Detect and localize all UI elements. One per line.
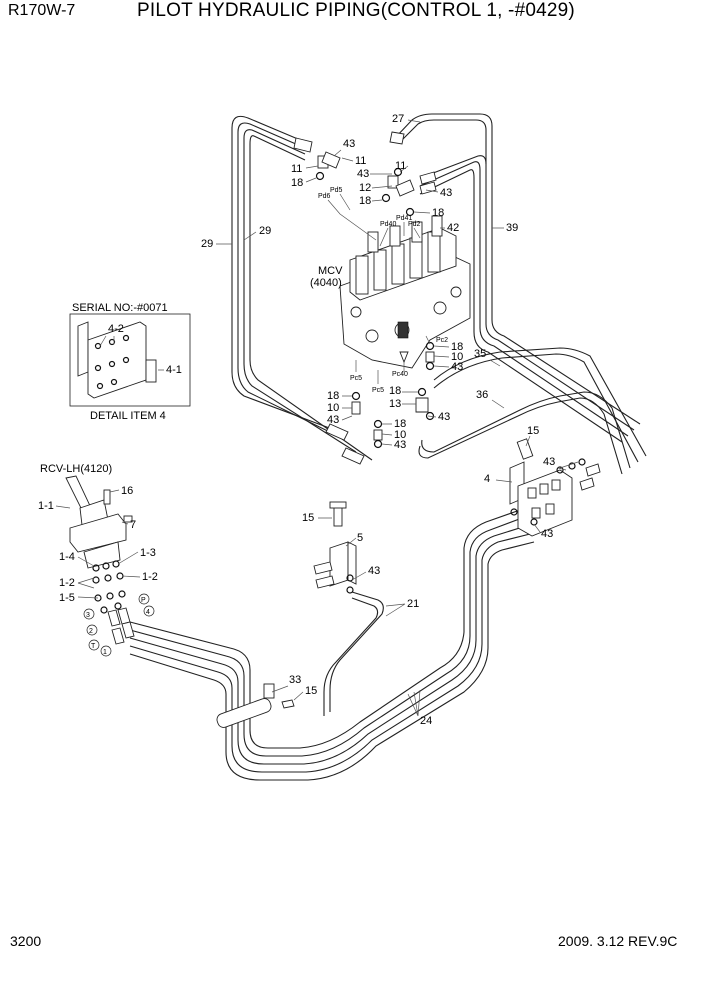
callout-mid-10a: 10 <box>327 402 339 414</box>
callout-right-43a: 43 <box>543 456 555 468</box>
callout-mid-35: 35 <box>474 348 486 360</box>
callout-top-27: 27 <box>392 113 404 125</box>
port-pd5: Pd5 <box>330 187 343 194</box>
callout-top-11b: 11 <box>291 163 302 175</box>
callout-left-1-1: 1-1 <box>38 500 54 512</box>
rcv-name: RCV-LH(4120) <box>40 463 112 475</box>
model-code: R170W-7 <box>8 2 76 19</box>
revision-date: 2009. 3.12 REV.9C <box>558 933 678 949</box>
callout-mid-36: 36 <box>476 389 488 401</box>
callout-mid-18c: 18 <box>389 385 401 397</box>
callout-left-1-4: 1-4 <box>59 551 75 563</box>
port-circle-3: 3 <box>86 612 90 619</box>
pipe-21 <box>323 591 384 716</box>
mcv-code: (4040) <box>310 277 342 289</box>
callout-right-43b: 43 <box>541 528 553 540</box>
port-pc5-a: Pc5 <box>350 375 362 382</box>
page-number: 3200 <box>10 933 42 949</box>
callout-top-29b: 29 <box>259 225 271 237</box>
bracket-5 <box>313 501 357 594</box>
pipe-27-39 <box>394 113 641 443</box>
callout-right-33: 33 <box>289 674 301 686</box>
pipe-29 <box>231 115 373 461</box>
detail-box <box>69 313 191 407</box>
callout-right-4: 4 <box>484 473 490 485</box>
mcv-name: MCV <box>318 265 343 277</box>
callout-top-11a: 11 <box>355 155 366 167</box>
callout-mid-43d: 43 <box>451 361 463 373</box>
callout-left-1-5: 1-5 <box>59 592 75 604</box>
detail-caption: DETAIL ITEM 4 <box>90 410 166 422</box>
callout-right-15a: 15 <box>527 425 539 437</box>
detail-label-4-2: 4-2 <box>108 323 124 335</box>
callout-mid-10d: 10 <box>451 351 463 363</box>
callout-right-5: 5 <box>357 532 363 544</box>
callout-mid-18b: 18 <box>394 418 406 430</box>
callout-top-43b: 43 <box>357 168 369 180</box>
callout-right-24: 24 <box>420 715 432 727</box>
callout-mid-18d: 18 <box>451 341 463 353</box>
callout-mid-43a: 43 <box>327 414 339 426</box>
callout-top-18c: 18 <box>432 207 444 219</box>
port-pc2: Pc2 <box>436 337 448 344</box>
port-pd40: Pd40 <box>380 221 396 228</box>
header: R170W-7 PILOT HYDRAULIC PIPING(CONTROL 1… <box>0 0 702 30</box>
callout-left-1-2b: 1-2 <box>142 571 158 583</box>
callout-right-21: 21 <box>407 598 419 610</box>
valve-assembly-4 <box>509 438 601 537</box>
port-pd2: Pd2 <box>408 221 421 228</box>
rcv-fittings <box>92 560 135 645</box>
callout-mid-10b: 10 <box>394 429 406 441</box>
port-circle-1: 1 <box>103 649 107 656</box>
port-circle-4: 4 <box>146 609 150 616</box>
callout-left-1-3: 1-3 <box>140 547 156 559</box>
callout-top-43c: 43 <box>440 187 452 199</box>
callout-top-39: 39 <box>506 222 518 234</box>
callout-left-1-2a: 1-2 <box>59 577 75 589</box>
page-title: PILOT HYDRAULIC PIPING(CONTROL 1, -#0429… <box>137 0 575 21</box>
pipe-35-36 <box>418 347 647 475</box>
pipe-24 <box>129 509 535 781</box>
port-circles <box>83 593 155 657</box>
callout-top-12: 12 <box>359 182 371 194</box>
callout-top-18: 18 <box>291 177 303 189</box>
mcv-valve <box>339 215 471 369</box>
port-circle-2: 2 <box>89 628 93 635</box>
callout-mid-18a: 18 <box>327 390 339 402</box>
callout-top-18b: 18 <box>359 195 371 207</box>
port-pc40: Pc40 <box>392 371 408 378</box>
callout-top-29a: 29 <box>201 238 213 250</box>
port-pc5-b: Pc5 <box>372 387 384 394</box>
port-circle-t: T <box>91 643 96 650</box>
callout-left-7: 7 <box>130 519 136 531</box>
callout-top-42: 42 <box>447 222 459 234</box>
callout-mid-13: 13 <box>389 398 401 410</box>
detail-serial: SERIAL NO:-#0071 <box>72 302 168 314</box>
callout-mid-43c: 43 <box>438 411 450 423</box>
port-pd41: Pd41 <box>396 215 412 222</box>
rcv-joystick <box>65 475 133 569</box>
callout-top-43: 43 <box>343 138 355 150</box>
port-pd6: Pd6 <box>318 193 331 200</box>
callout-right-15c: 15 <box>305 685 317 697</box>
callout-left-16: 16 <box>121 485 133 497</box>
mcv-fittings-bottom <box>325 341 435 465</box>
callout-top-11c: 11 <box>395 160 406 172</box>
callout-right-15b: 15 <box>302 512 314 524</box>
callout-mid-43b: 43 <box>394 439 406 451</box>
detail-label-4-1: 4-1 <box>166 364 182 376</box>
clamp-33 <box>216 683 295 728</box>
callout-right-43c: 43 <box>368 565 380 577</box>
port-circle-p: P <box>141 597 146 604</box>
